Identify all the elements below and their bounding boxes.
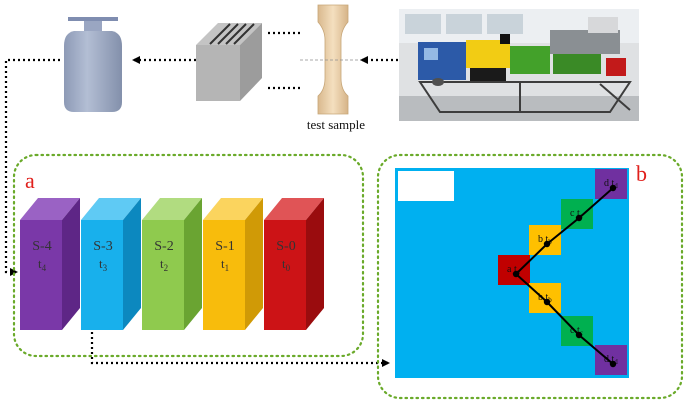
test-sample-icon [300, 4, 368, 115]
slab-time-label: t2 [160, 256, 168, 273]
path-node [609, 360, 617, 368]
slab-s-4: S-4t4 [20, 198, 80, 330]
path-node [512, 270, 520, 278]
cell-b-top: b tb [529, 225, 561, 255]
top-flow-arrows [4, 31, 398, 276]
slab-name-label: S-2 [154, 239, 173, 254]
panel-b-inset-blank [398, 171, 454, 201]
slab-s-2: S-2t2 [142, 198, 202, 330]
slab-time-label: t1 [221, 256, 229, 273]
slab-s-0: S-0t0 [264, 198, 324, 330]
slab-time-label: t3 [99, 256, 108, 273]
cell-c-top: c tc [561, 199, 593, 229]
slotted-block-icon [196, 23, 262, 101]
path-node [575, 331, 583, 339]
slab-name-label: S-4 [32, 239, 51, 254]
path-node [575, 214, 583, 222]
slab-time-label: t0 [282, 256, 291, 273]
slab-name-label: S-1 [215, 239, 234, 254]
cell-grid: d tdc tcb tba tab tbc tcd td [498, 169, 627, 375]
slab-name-label: S-0 [276, 239, 295, 254]
slab-s-1: S-1t1 [203, 198, 263, 330]
path-node [543, 240, 551, 248]
container-bottle-icon [64, 17, 122, 112]
slab-time-label: t4 [38, 256, 47, 273]
slab-name-label: S-3 [93, 239, 112, 254]
panel-a-border [12, 153, 365, 358]
path-node [543, 298, 551, 306]
panel-b-letter: b [636, 161, 647, 186]
slab-s-3: S-3t3 [81, 198, 141, 330]
diagonal-path [512, 184, 617, 368]
cell-d-bot: d td [595, 345, 627, 375]
path-node [609, 184, 617, 192]
panel-a-letter: a [25, 168, 35, 193]
injection-machine-photo [399, 9, 639, 121]
cell-b-bot: b tb [529, 283, 561, 313]
a-to-b-arrow [90, 332, 390, 367]
cell-a-mid: a ta [498, 255, 530, 285]
cell-d-top: d td [595, 169, 627, 199]
test-sample-label: test sample [307, 117, 365, 132]
